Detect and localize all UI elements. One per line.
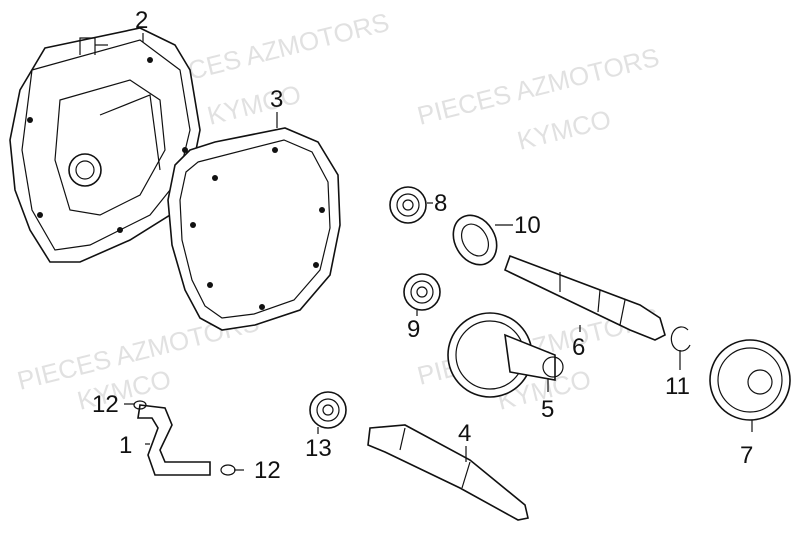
callout-part-6: 6: [572, 334, 585, 361]
bearing-9: [403, 273, 441, 311]
callout-part-4: 4: [458, 420, 471, 447]
callout-part-7: 7: [740, 442, 753, 469]
crankcase-cover: [9, 27, 201, 263]
watermark-line-1: PIECES AZMOTORS: [414, 42, 662, 131]
callout-part-8: 8: [434, 190, 447, 217]
watermark-line-2: KYMCO: [204, 79, 304, 131]
watermark-line-2: KYMCO: [514, 104, 614, 156]
clamp-12-lower: [220, 464, 236, 476]
callout-part-12-lower: 12: [254, 457, 281, 484]
shaft-4: [367, 424, 529, 521]
shaft-6: [504, 254, 666, 341]
oil-seal-10: [452, 214, 498, 266]
leader-lines: [124, 33, 753, 471]
gear-5: [447, 312, 564, 398]
bearing-8: [389, 186, 427, 224]
hose-1: [137, 404, 211, 476]
callout-part-9: 9: [407, 316, 420, 343]
callout-part-5: 5: [541, 396, 554, 423]
bearing-13: [309, 391, 347, 429]
gasket: [167, 127, 341, 331]
gear-7: [709, 339, 791, 421]
callout-part-12-upper: 12: [92, 391, 119, 418]
callout-part-13: 13: [305, 435, 332, 462]
callout-part-10: 10: [514, 212, 541, 239]
circlip-11: [670, 326, 691, 352]
callouts: 2 3 8 10 9 6 5 11 7 12 1 12 13 4: [92, 7, 753, 484]
callout-part-3: 3: [270, 86, 283, 113]
callout-part-11: 11: [665, 373, 690, 400]
callout-part-1: 1: [119, 432, 132, 459]
clamp-12-upper: [133, 400, 147, 410]
callout-part-2: 2: [135, 7, 148, 34]
